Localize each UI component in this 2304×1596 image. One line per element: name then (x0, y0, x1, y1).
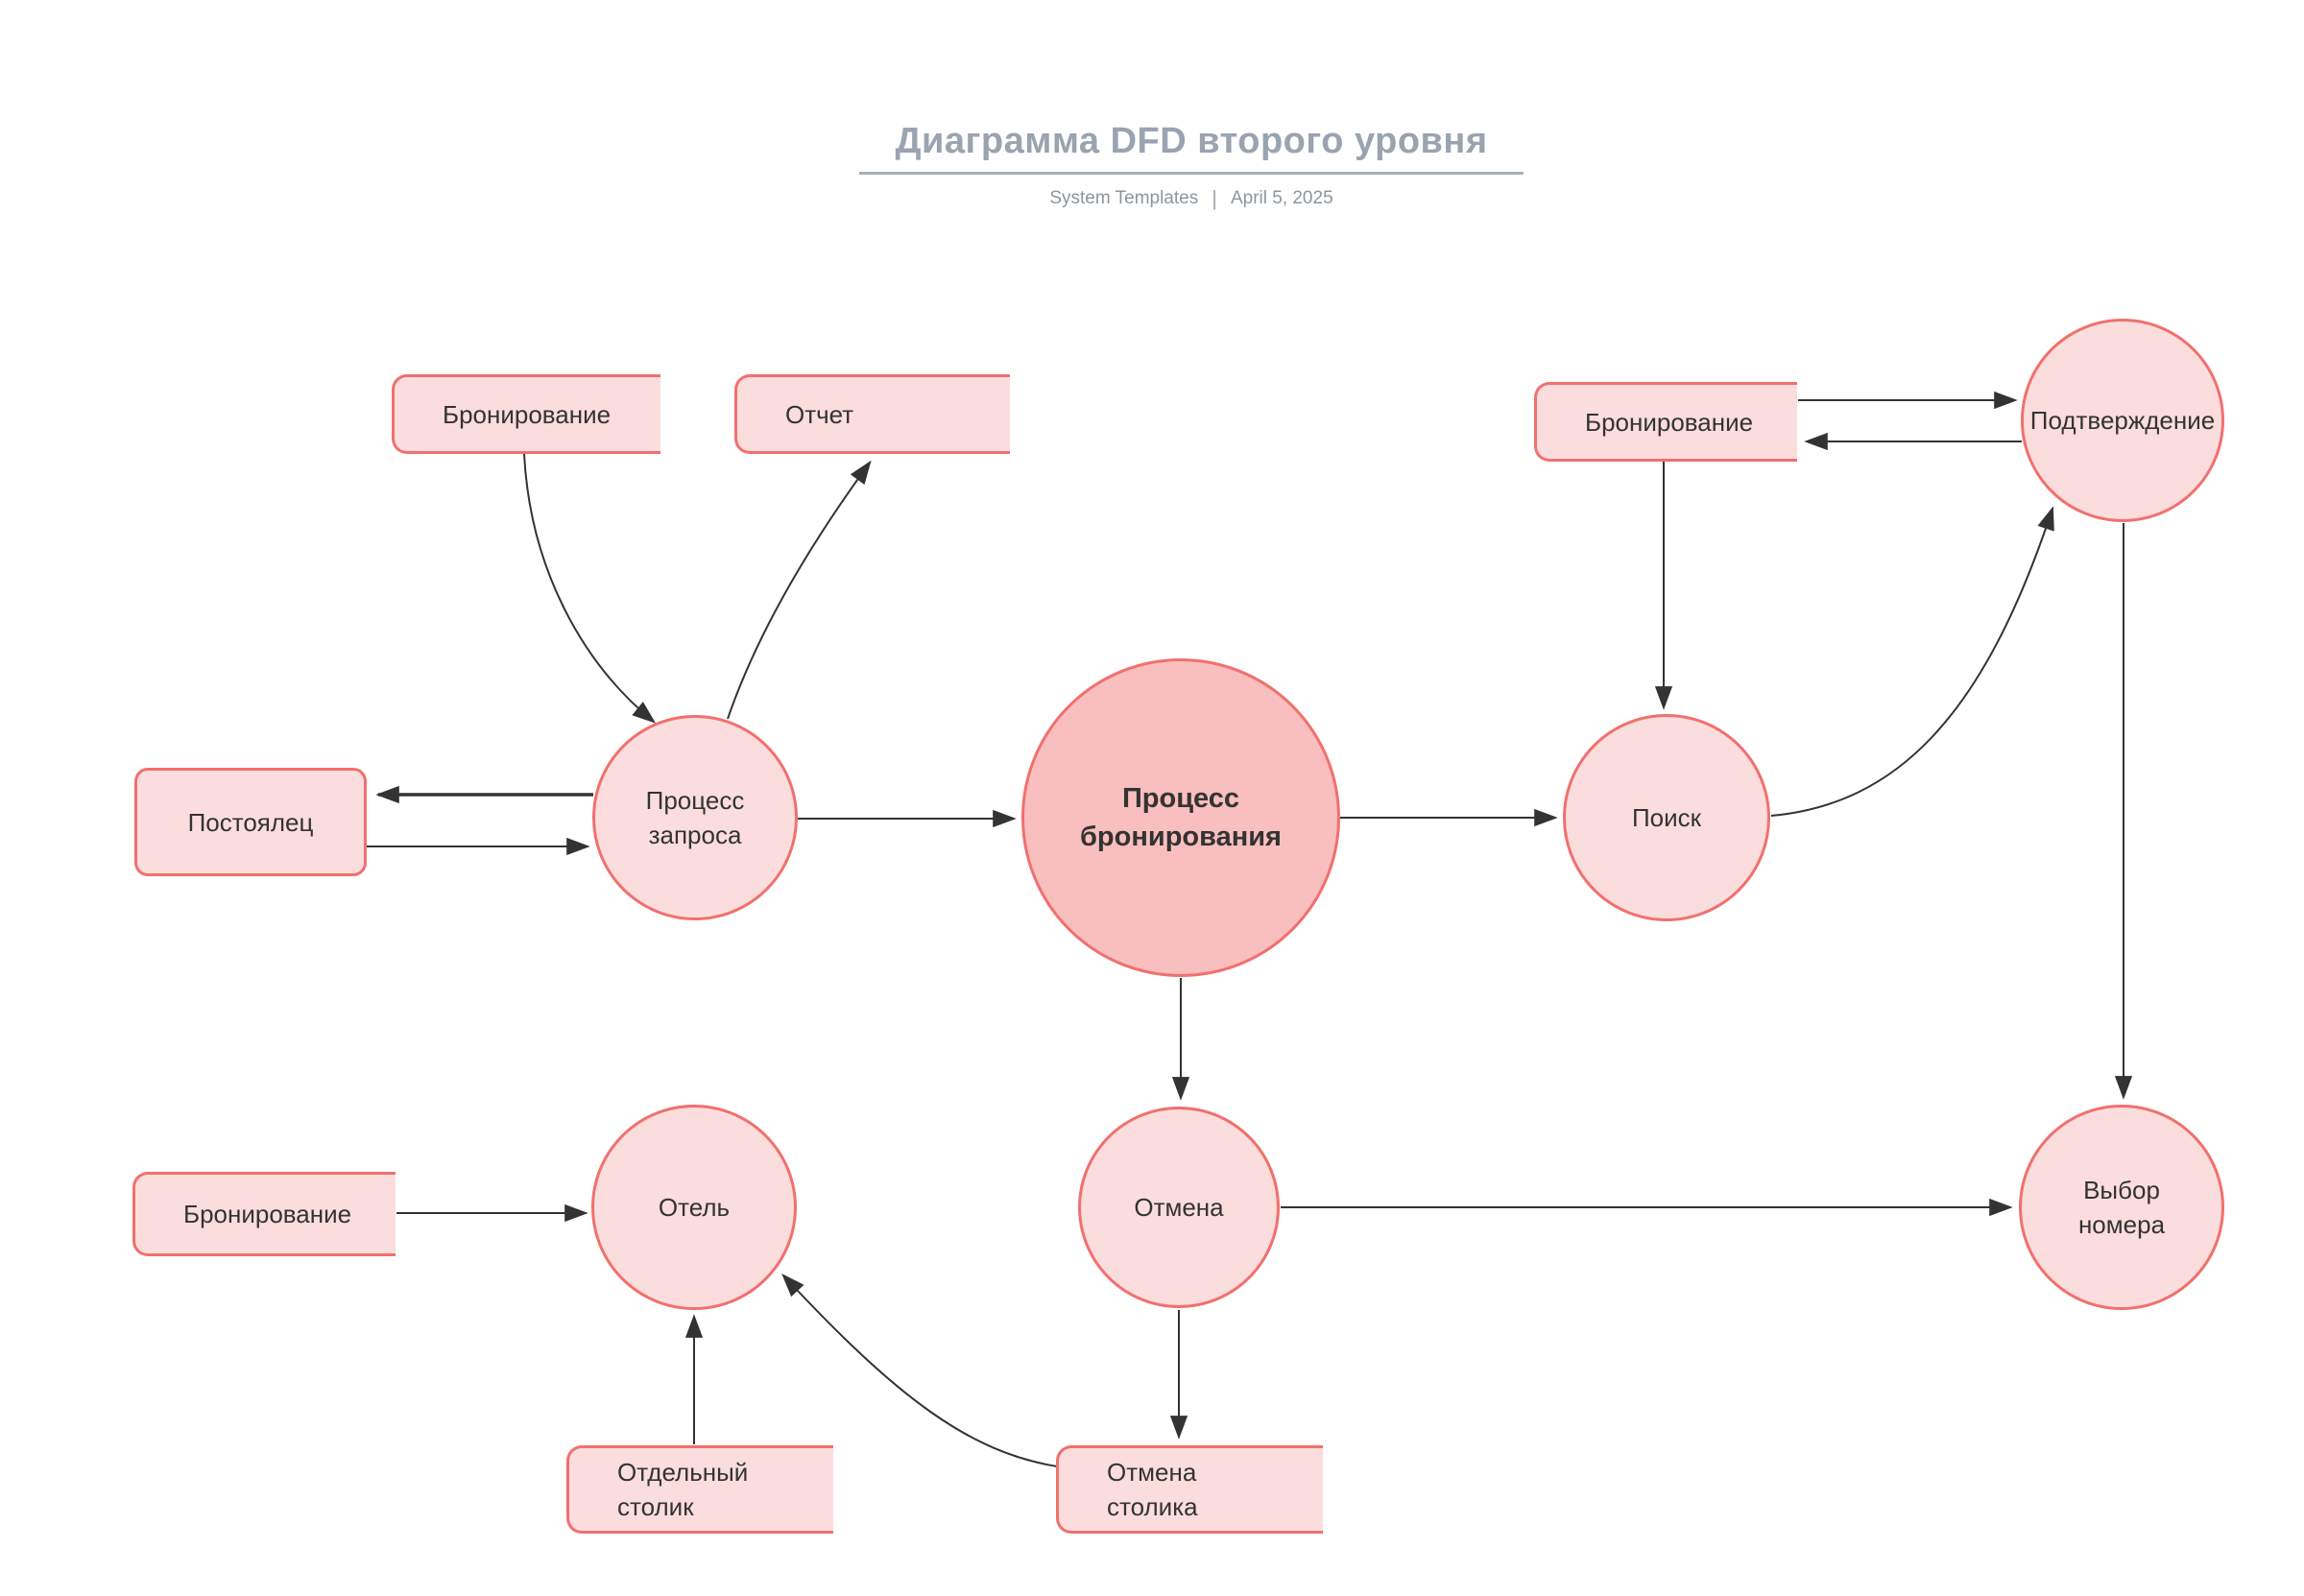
node-p-confirm[interactable]: Подтверждение (2021, 319, 2224, 522)
node-ds-cancel-table[interactable]: Отмена столика (1056, 1445, 1323, 1534)
node-ee-guest[interactable]: Постоялец (134, 768, 367, 876)
node-label: столик (617, 1492, 694, 1521)
subtitle-source: System Templates (1049, 188, 1199, 208)
node-ds-booking-a[interactable]: Бронирование (392, 374, 660, 454)
node-label: номера (2077, 1210, 2166, 1239)
subtitle-date: April 5, 2025 (1230, 188, 1333, 208)
node-label: Бронирование (1585, 407, 1754, 437)
node-label: Отмена (1134, 1193, 1224, 1222)
node-label: запроса (648, 821, 742, 849)
node-p-request[interactable]: Процесс запроса (592, 715, 798, 920)
subtitle-separator: | (1212, 186, 1217, 210)
node-p-booking[interactable]: Процесс бронирования (1021, 658, 1340, 977)
node-label: Выбор (2083, 1176, 2160, 1204)
node-label: Отдельный (617, 1458, 749, 1487)
edge-p-search-to-p-confirm[interactable] (1770, 506, 2054, 817)
edge-ds-cancel-table-to-p-hotel[interactable] (781, 1274, 1058, 1467)
node-label: Отчет (785, 399, 854, 429)
node-label: Бронирование (443, 399, 612, 429)
title-underline (859, 172, 1524, 175)
node-label: Поиск (1631, 803, 1702, 832)
node-ds-table[interactable]: Отдельный столик (566, 1445, 833, 1534)
node-label: Постоялец (187, 807, 314, 837)
node-p-hotel[interactable]: Отель (591, 1105, 797, 1310)
node-p-cancel[interactable]: Отмена (1078, 1107, 1280, 1308)
node-label: Отмена (1107, 1458, 1197, 1487)
node-ds-booking-b[interactable]: Бронирование (1534, 382, 1797, 462)
node-label: Отель (658, 1193, 731, 1222)
node-label: бронирования (1080, 822, 1282, 852)
edge-ds-booking-a-to-p-request[interactable] (523, 453, 657, 724)
node-ds-booking-c[interactable]: Бронирование (132, 1172, 396, 1256)
node-label: Бронирование (183, 1200, 352, 1228)
node-p-room[interactable]: Выбор номера (2019, 1105, 2224, 1310)
node-ds-report[interactable]: Отчет (734, 374, 1010, 454)
diagram-title: Диаграмма DFD второго уровня (895, 121, 1488, 161)
node-label: столика (1107, 1492, 1198, 1521)
edge-p-request-to-ds-report[interactable] (727, 460, 872, 720)
diagram-subtitle: System Templates | April 5, 2025 (859, 186, 1524, 211)
node-label: Процесс (645, 786, 745, 815)
node-p-search[interactable]: Поиск (1563, 714, 1770, 921)
node-label: Процесс (1121, 783, 1240, 814)
diagram-header: Диаграмма DFD второго уровня System Temp… (859, 121, 1524, 211)
node-label: Подтверждение (2029, 406, 2216, 435)
